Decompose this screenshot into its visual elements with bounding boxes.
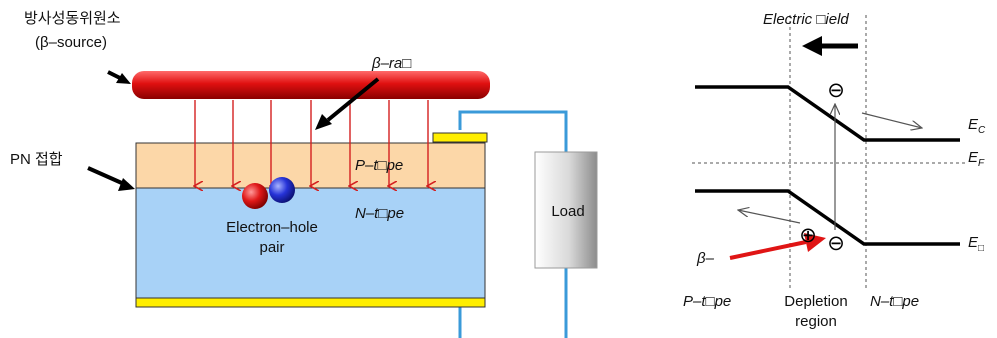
hole-drift-arrow [738, 210, 801, 224]
ec-label-sub: C [978, 125, 986, 136]
electric-field-arrowhead [802, 36, 822, 56]
top-wire [458, 110, 568, 152]
electron-ball [269, 177, 295, 203]
source-label-korean: 방사성동위원소 [24, 10, 121, 27]
ef-label-sub: F [978, 158, 985, 169]
depletion-label-line1: Depletion [784, 293, 847, 310]
ev-label-sub: □ [978, 243, 984, 254]
beta-label: β– [696, 250, 715, 267]
beta-source-rod [132, 71, 490, 99]
beta-particle-arrow [729, 240, 807, 260]
electron-drift-arrow [861, 112, 922, 128]
ec-label-main: E [968, 116, 979, 133]
ev-label-main: E [968, 234, 979, 251]
n-type-band-label: N–t□pe [870, 293, 919, 310]
ev-label: E□ [968, 234, 984, 254]
beta-particle-arrowhead [804, 233, 826, 252]
hole-ball [242, 183, 268, 209]
n-region [135, 187, 486, 299]
pn-junction-label: PN 접합 [10, 151, 63, 168]
beta-ray-label: β–ra□ [371, 55, 411, 72]
beta-rays [195, 100, 428, 186]
pointer-arrows [87, 70, 380, 191]
electron-symbol-bottom: ⊖ [827, 232, 845, 255]
hole-symbol: ⊕ [799, 224, 817, 247]
electron-symbol-top: ⊖ [827, 79, 845, 102]
p-type-label: P–t□pe [355, 157, 403, 174]
source-label: (β–source) [35, 34, 107, 51]
ef-label: EF [968, 149, 985, 169]
left-device-diagram: Load [10, 10, 598, 338]
load-box [534, 151, 598, 269]
valence-band [695, 189, 960, 246]
band-diagram: ⊖ ⊖ ⊕ Electric □ield EC EF E□ β– P–t□pe … [683, 11, 986, 330]
pair-label-line1: Electron–hole [226, 219, 318, 236]
depletion-label-line2: region [795, 313, 837, 330]
load-label: Load [551, 203, 584, 220]
p-type-band-label: P–t□pe [683, 293, 731, 310]
electric-field-label: Electric □ield [763, 11, 849, 28]
bottom-contact [135, 297, 486, 308]
conduction-band [695, 85, 960, 142]
pair-label-line2: pair [259, 239, 284, 256]
n-type-label: N–t□pe [355, 205, 404, 222]
ec-label: EC [968, 116, 986, 136]
top-contact [432, 132, 488, 143]
ef-label-main: E [968, 149, 979, 166]
